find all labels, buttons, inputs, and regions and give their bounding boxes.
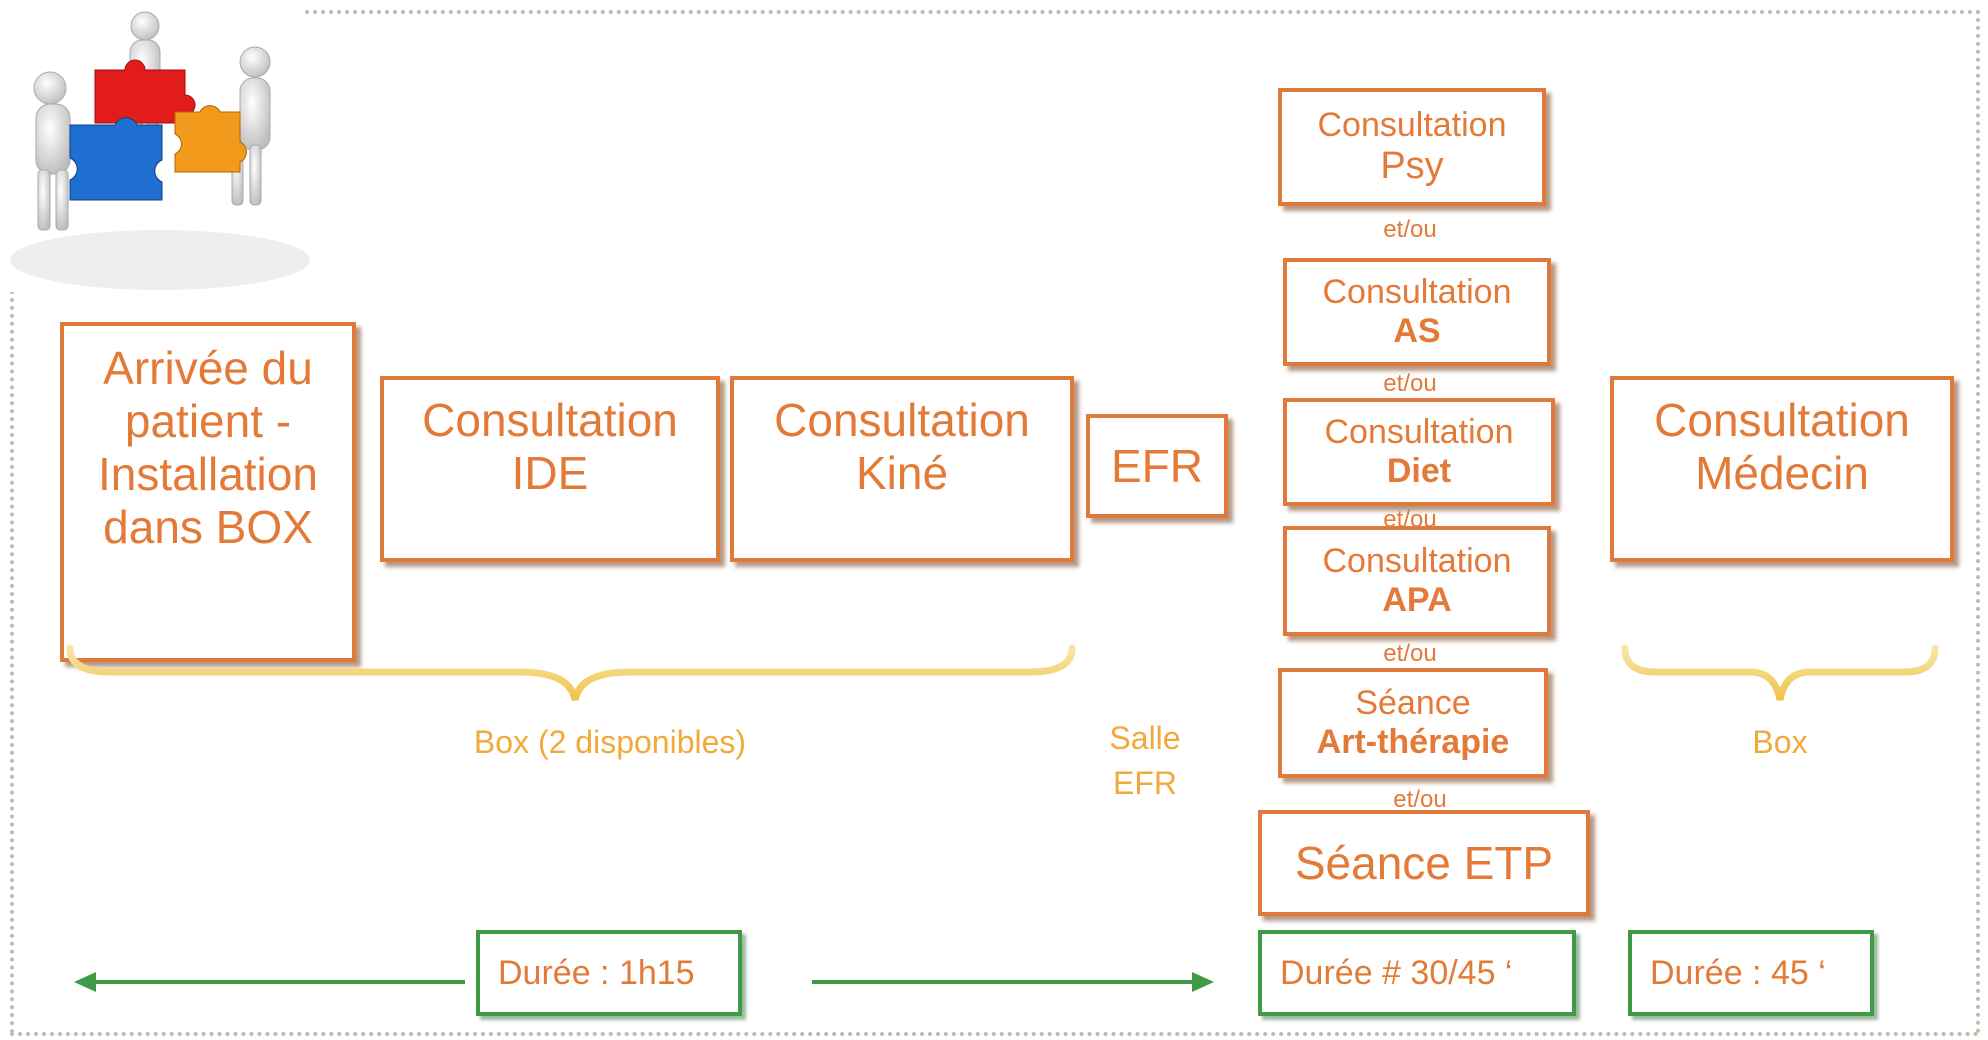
kine-line1: Consultation <box>774 394 1030 446</box>
as-line2: AS <box>1393 312 1441 350</box>
duration-box-45: Durée : 45 ‘ <box>1628 930 1874 1016</box>
arrow-left-head <box>74 972 96 992</box>
as-line1: Consultation <box>1322 272 1512 311</box>
box-consultation-medecin: Consultation Médecin <box>1610 376 1954 562</box>
box-seance-etp: Séance ETP <box>1258 810 1590 916</box>
art-line1: Séance <box>1355 683 1471 722</box>
box-consultation-psy: Consultation Psy <box>1278 88 1546 206</box>
label-box: Box <box>1752 724 1808 760</box>
box-consultation-apa: Consultation APA <box>1283 526 1551 636</box>
arrivee-line1: Arrivée du <box>103 342 313 394</box>
apa-line1: Consultation <box>1322 541 1512 580</box>
box-consultation-diet: Consultation Diet <box>1283 398 1555 506</box>
art-line2: Art-thérapie <box>1316 723 1510 761</box>
box-efr: EFR <box>1086 414 1228 518</box>
apa-line2: APA <box>1382 581 1452 619</box>
psy-line2: Psy <box>1380 144 1444 187</box>
brace-right <box>1621 644 1939 701</box>
puzzle-people-illustration <box>0 0 310 292</box>
box-consultation-as: Consultation AS <box>1283 258 1551 366</box>
label-salle-efr: Salle EFR <box>1090 716 1200 806</box>
frame-left-border <box>10 290 14 1034</box>
diet-line2: Diet <box>1386 452 1452 490</box>
ide-line2: IDE <box>511 446 589 499</box>
efr-line1: EFR <box>1111 439 1203 492</box>
connector-etou-4: et/ou <box>1383 640 1437 667</box>
ide-line1: Consultation <box>422 394 678 446</box>
frame-bottom-border <box>10 1032 1980 1036</box>
box-consultation-kine: Consultation Kiné <box>730 376 1074 562</box>
connector-etou-5: et/ou <box>1393 786 1447 813</box>
label-salle-efr-line1: Salle <box>1109 720 1181 756</box>
frame-right-border <box>1976 10 1980 1034</box>
connector-etou-1: et/ou <box>1383 216 1437 243</box>
box-consultation-ide: Consultation IDE <box>380 376 720 562</box>
connector-etou-2: et/ou <box>1383 370 1437 397</box>
duration-box-1h15: Durée : 1h15 <box>476 930 742 1016</box>
label-box-disponibles: Box (2 disponibles) <box>473 724 747 760</box>
etp-line1: Séance ETP <box>1294 836 1554 889</box>
box-seance-art-therapie: Séance Art-thérapie <box>1278 668 1548 778</box>
arrivee-line4: dans BOX <box>103 500 313 553</box>
diet-line1: Consultation <box>1324 412 1514 451</box>
medecin-line1: Consultation <box>1654 394 1910 446</box>
frame-top-border <box>305 10 1982 14</box>
label-salle-efr-line2: EFR <box>1113 764 1177 801</box>
arrow-right-head <box>1192 972 1214 992</box>
box-arrivee-patient: Arrivée du patient - Installation dans B… <box>60 322 356 662</box>
kine-line2: Kiné <box>855 446 949 499</box>
arrivee-line2: patient - <box>124 394 292 447</box>
psy-line1: Consultation <box>1317 105 1507 144</box>
duration-box-30-45: Durée # 30/45 ‘ <box>1258 930 1576 1016</box>
medecin-line2: Médecin <box>1695 446 1869 499</box>
arrivee-line3: Installation <box>98 447 318 500</box>
